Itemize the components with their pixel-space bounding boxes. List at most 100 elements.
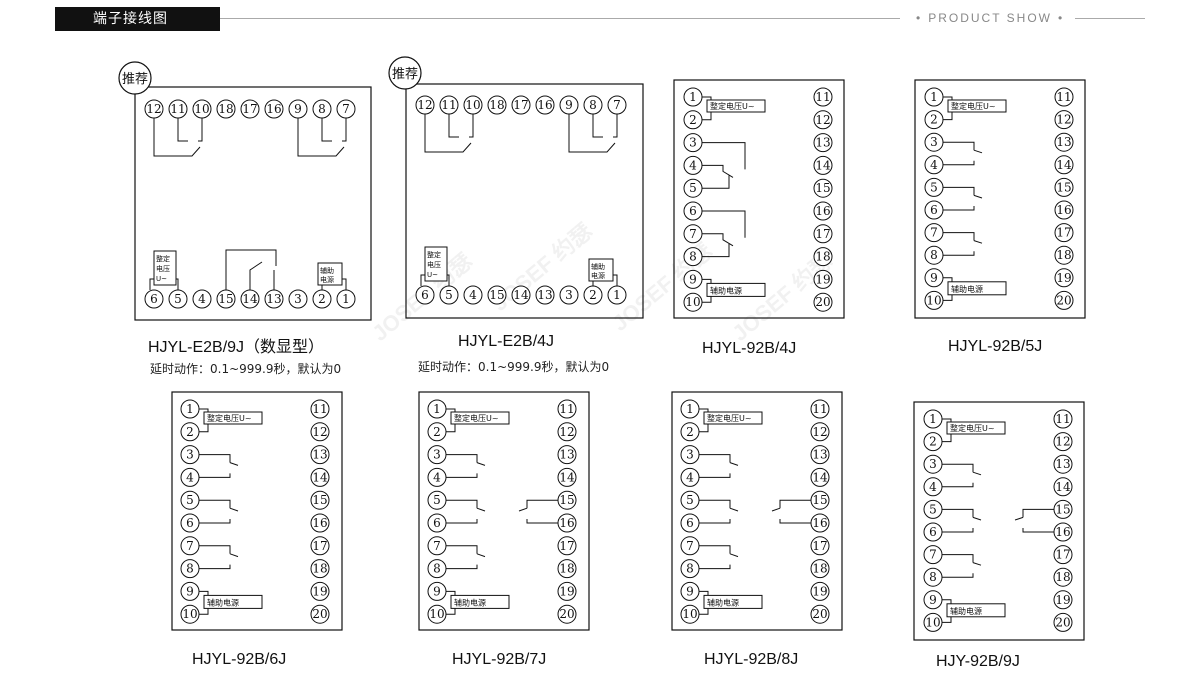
- aux-power-label: 电源: [320, 275, 334, 284]
- terminal-number: 18: [218, 102, 233, 116]
- contact-wire: [729, 553, 739, 558]
- aux-power-label: 辅助电源: [710, 285, 742, 295]
- terminal-number: 5: [186, 493, 194, 507]
- contact-wire: [1014, 516, 1024, 521]
- terminal: [310, 581, 330, 601]
- contact-wire: [972, 471, 982, 476]
- terminal-number: 5: [689, 181, 697, 195]
- contact-wire: [199, 519, 231, 524]
- terminal: [511, 95, 531, 115]
- terminal-number: 6: [930, 203, 938, 217]
- contact-wire: [446, 473, 478, 478]
- contact-wire: [943, 206, 975, 211]
- aux-power-label: 辅助电源: [707, 597, 739, 607]
- wire: [943, 96, 953, 100]
- contact-wire: [1022, 528, 1054, 533]
- terminal-number: 1: [433, 402, 441, 416]
- contact-wire: [446, 519, 478, 524]
- terminal-number: 2: [186, 425, 194, 439]
- terminal: [813, 224, 833, 244]
- contact-wire: [613, 114, 618, 138]
- terminal: [192, 289, 212, 309]
- terminal-number: 6: [686, 516, 694, 530]
- terminal-number: 10: [429, 607, 444, 621]
- aux-power-label: 辅助电源: [207, 597, 239, 607]
- contact-wire: [592, 114, 603, 138]
- relay-outline: [405, 83, 644, 319]
- terminal-number: 14: [1056, 158, 1072, 172]
- setting-voltage-label: 电压: [427, 260, 441, 269]
- header-divider-left: [220, 18, 900, 19]
- terminal-number: 17: [312, 539, 327, 553]
- terminal: [557, 581, 577, 601]
- contact-wire: [699, 564, 731, 570]
- terminal: [1054, 87, 1074, 107]
- aux-power-label-box: [706, 282, 766, 297]
- terminal-number: 1: [186, 402, 194, 416]
- terminal: [487, 95, 507, 115]
- terminal-number: 4: [469, 288, 477, 302]
- recommend-badge-text: 推荐: [392, 67, 418, 82]
- contact-wire: [526, 499, 558, 509]
- contact-wire: [942, 482, 974, 488]
- wire: [943, 277, 953, 282]
- terminal: [810, 604, 830, 624]
- terminal-number: 11: [441, 98, 456, 112]
- contact-wire: [424, 114, 472, 153]
- relay-outline: [134, 86, 372, 321]
- terminal-number: 15: [312, 493, 327, 507]
- wire: [199, 408, 209, 412]
- model-label: HJYL-E2B/9J（数显型）: [148, 339, 325, 356]
- contact-wire: [702, 175, 730, 189]
- terminal: [310, 467, 330, 487]
- terminal-number: 17: [812, 539, 827, 553]
- terminal: [310, 604, 330, 624]
- terminal-number: 7: [342, 102, 350, 116]
- terminal-number: 3: [689, 136, 697, 150]
- contact-wire: [943, 160, 975, 166]
- terminal: [557, 559, 577, 579]
- contact-wire: [199, 564, 231, 570]
- contact-wire: [476, 462, 486, 466]
- terminal: [813, 247, 833, 267]
- recommend-badge-text: 推荐: [122, 72, 148, 87]
- terminal-number: 14: [242, 292, 258, 306]
- aux-power-box: [317, 262, 343, 286]
- terminal: [1054, 155, 1074, 175]
- terminal-number: 7: [689, 227, 697, 241]
- terminal-number: 8: [930, 248, 938, 262]
- terminal-number: 10: [194, 102, 209, 116]
- terminal-number: 20: [815, 295, 830, 309]
- terminal-number: 11: [312, 402, 327, 416]
- terminal-number: 6: [150, 292, 158, 306]
- terminal-number: 7: [186, 539, 194, 553]
- wire: [942, 434, 952, 443]
- terminal-number: 13: [537, 288, 552, 302]
- terminal: [310, 399, 330, 419]
- terminal-number: 3: [565, 288, 573, 302]
- terminal-number: 15: [812, 493, 827, 507]
- wire: [199, 608, 209, 615]
- aux-power-label-box: [946, 603, 1006, 618]
- contact-wire: [446, 499, 478, 509]
- terminal-number: 2: [930, 113, 938, 127]
- terminal-number: 14: [812, 470, 828, 484]
- setting-voltage-label: 整定电压U~: [710, 101, 755, 111]
- terminal-number: 16: [537, 98, 552, 112]
- contact-wire: [729, 462, 739, 466]
- terminal-number: 7: [613, 98, 621, 112]
- terminal-number: 16: [1056, 203, 1071, 217]
- terminal: [535, 285, 555, 305]
- terminal-number: 8: [433, 562, 441, 576]
- terminal-number: 18: [815, 250, 830, 264]
- terminal: [264, 99, 284, 119]
- terminal-number: 11: [1055, 412, 1070, 426]
- terminal: [810, 467, 830, 487]
- terminal: [559, 285, 579, 305]
- wire: [149, 278, 154, 290]
- contact-wire: [446, 454, 478, 463]
- terminal-number: 14: [312, 470, 328, 484]
- aux-power-label-box: [703, 594, 763, 609]
- terminal: [813, 269, 833, 289]
- setting-voltage-label: 整定电压U~: [950, 423, 995, 433]
